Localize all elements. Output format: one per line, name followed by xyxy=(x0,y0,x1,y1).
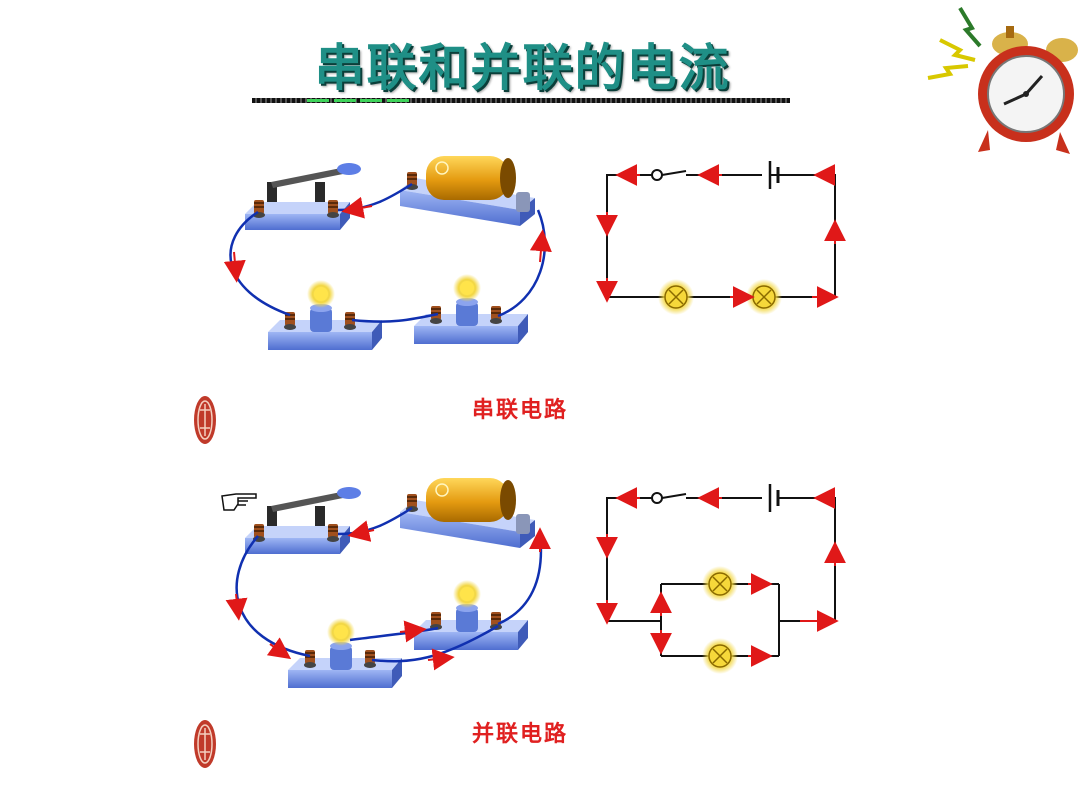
series-circuit-caption: 串联电路 xyxy=(472,398,569,423)
series-current-arrows xyxy=(596,164,846,308)
lamp-icon xyxy=(288,618,402,688)
seal-icon xyxy=(194,396,216,444)
slide-title: 串联和并联的电流 xyxy=(314,38,731,97)
series-schematic xyxy=(606,161,836,298)
battery-icon xyxy=(400,156,535,226)
parallel-current-arrows xyxy=(596,487,846,667)
lamp-icon xyxy=(268,280,382,350)
battery-icon xyxy=(400,478,535,548)
alarm-clock-icon xyxy=(927,6,1078,154)
seal-icon xyxy=(194,720,216,768)
parallel-lamps xyxy=(702,566,738,674)
title-underline xyxy=(252,98,790,103)
series-photo-diagram xyxy=(223,156,552,350)
parallel-circuit-caption: 并联电路 xyxy=(472,722,569,747)
parallel-photo-diagram xyxy=(225,478,551,688)
pointing-hand-icon xyxy=(221,493,257,511)
switch-icon xyxy=(245,487,361,554)
series-lamps xyxy=(658,279,782,315)
switch-icon xyxy=(245,163,361,230)
